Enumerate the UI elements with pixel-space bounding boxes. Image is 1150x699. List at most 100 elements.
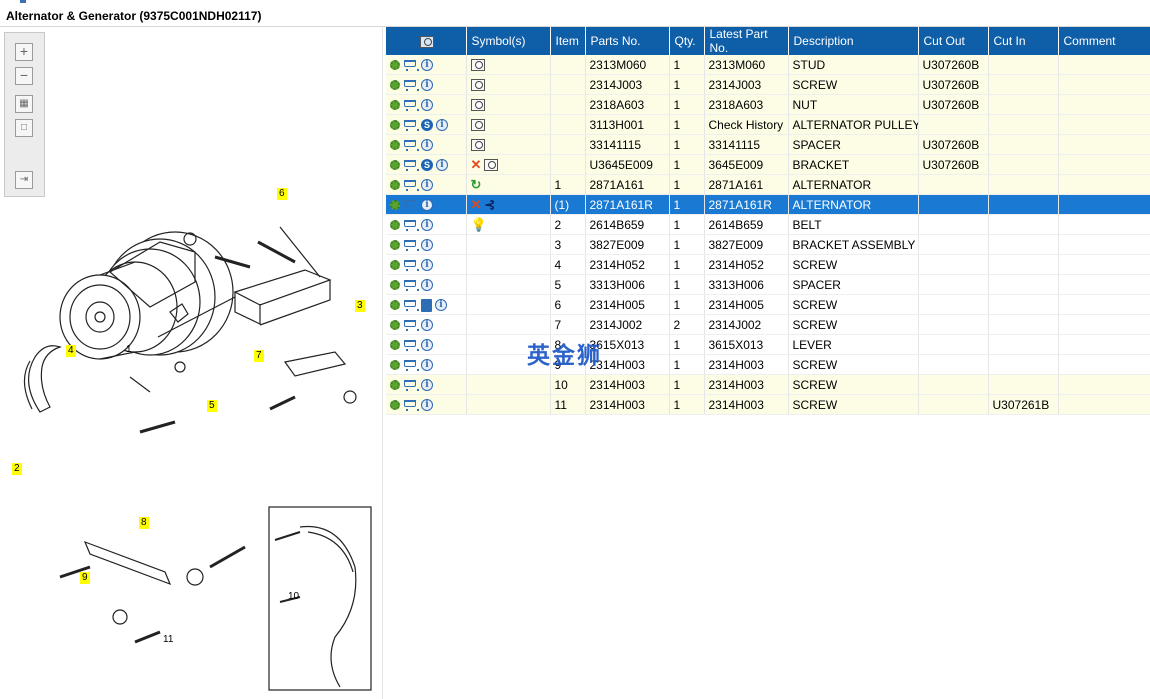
description-cell[interactable]: BELT [788,214,919,235]
parts-no-cell[interactable]: 2314H003 [585,374,670,395]
comment-cell[interactable] [1058,294,1150,315]
description-cell[interactable]: BRACKET [788,154,919,175]
settings-gear-icon[interactable] [390,220,400,231]
info-icon[interactable]: i [436,159,448,172]
item-cell[interactable]: 7 [550,314,586,335]
item-cell[interactable]: 10 [550,374,586,395]
shopping-cart-icon[interactable] [403,279,419,291]
description-cell[interactable]: NUT [788,94,919,115]
filter-icon-header[interactable] [386,27,467,55]
parts-no-cell[interactable]: 2871A161R [585,194,670,215]
latest-part-no-cell[interactable]: 2314H003 [704,354,789,375]
item-cell[interactable]: 2 [550,214,586,235]
comment-cell[interactable] [1058,174,1150,195]
service-bulletin-icon[interactable]: S [421,119,433,132]
cut-in-cell[interactable] [988,334,1059,355]
latest-part-no-cell[interactable]: 2313M060 [704,55,789,75]
qty-cell[interactable]: 1 [669,394,705,415]
latest-part-no-cell[interactable]: 3615X013 [704,334,789,355]
latest-part-no-cell[interactable]: 2314H003 [704,374,789,395]
latest-part-no-cell[interactable]: 2314J003 [704,74,789,95]
cut-out-cell[interactable] [918,174,989,195]
parts-no-cell[interactable]: 2318A603 [585,94,670,115]
cut-in-cell[interactable] [988,354,1059,375]
info-icon[interactable]: i [421,199,433,212]
cut-in-cell[interactable] [988,254,1059,275]
superseded-cross-icon[interactable]: ✕ [470,157,482,173]
parts-no-cell[interactable]: 2614B659 [585,214,670,235]
zoom-out-icon[interactable]: − [15,67,33,85]
toggle-list-icon[interactable]: ⇥ [15,171,33,189]
col-parts-no[interactable]: Parts No. [585,27,670,55]
col-cut-in[interactable]: Cut In [988,27,1059,55]
cut-out-cell[interactable] [918,314,989,335]
callout-2[interactable]: 2 [12,463,22,475]
description-cell[interactable]: SCREW [788,254,919,275]
description-cell[interactable]: SCREW [788,74,919,95]
qty-cell[interactable]: 2 [669,314,705,335]
cut-in-cell[interactable] [988,214,1059,235]
latest-part-no-cell[interactable]: 3313H006 [704,274,789,295]
info-icon[interactable]: i [421,359,433,372]
latest-part-no-cell[interactable]: 2318A603 [704,94,789,115]
item-cell[interactable]: 1 [550,174,586,195]
callout-4[interactable]: 4 [66,345,76,357]
settings-gear-icon[interactable] [390,160,400,171]
fit-all-icon[interactable]: ▦ [15,95,33,113]
item-cell[interactable]: 3 [550,234,586,255]
info-icon[interactable]: i [421,99,433,112]
reman-exchange-icon[interactable]: ↻ [470,177,482,193]
col-symbols[interactable]: Symbol(s) [466,27,551,55]
col-description[interactable]: Description [788,27,919,55]
cut-out-cell[interactable] [918,334,989,355]
parts-no-cell[interactable]: 3113H001 [585,114,670,135]
shopping-cart-icon[interactable] [403,359,419,371]
cut-in-cell[interactable] [988,114,1059,135]
view-illustration-icon[interactable] [470,99,485,112]
description-cell[interactable]: SPACER [788,134,919,155]
qty-cell[interactable]: 1 [669,234,705,255]
settings-gear-icon[interactable] [390,200,400,211]
shopping-cart-icon[interactable] [403,79,419,91]
cut-out-cell[interactable] [918,394,989,415]
cut-in-cell[interactable] [988,174,1059,195]
info-icon[interactable]: i [436,119,448,132]
shopping-cart-icon[interactable] [403,239,419,251]
callout-6[interactable]: 6 [277,188,287,200]
qty-cell[interactable]: 1 [669,94,705,115]
comment-cell[interactable] [1058,114,1150,135]
callout-3[interactable]: 3 [355,300,365,312]
qty-cell[interactable]: 1 [669,334,705,355]
col-comment[interactable]: Comment [1058,27,1150,55]
description-cell[interactable]: SCREW [788,354,919,375]
latest-part-no-cell[interactable]: 33141115 [704,134,789,155]
comment-cell[interactable] [1058,374,1150,395]
latest-part-no-cell[interactable]: 2314H003 [704,394,789,415]
info-icon[interactable]: i [421,399,433,412]
item-cell[interactable] [550,134,586,155]
qty-cell[interactable]: 1 [669,154,705,175]
settings-gear-icon[interactable] [390,60,400,71]
cut-out-cell[interactable] [918,374,989,395]
cut-in-cell[interactable] [988,314,1059,335]
qty-cell[interactable]: 1 [669,134,705,155]
info-icon[interactable]: i [421,339,433,352]
cut-in-cell[interactable] [988,74,1059,95]
settings-gear-icon[interactable] [390,240,400,251]
comment-cell[interactable] [1058,55,1150,75]
view-illustration-icon[interactable] [470,79,485,92]
description-cell[interactable]: SCREW [788,294,919,315]
cut-in-cell[interactable] [988,274,1059,295]
settings-gear-icon[interactable] [390,80,400,91]
parts-no-cell[interactable]: 2314J003 [585,74,670,95]
info-icon[interactable]: i [421,259,433,272]
settings-gear-icon[interactable] [390,400,400,411]
cut-in-cell[interactable] [988,94,1059,115]
